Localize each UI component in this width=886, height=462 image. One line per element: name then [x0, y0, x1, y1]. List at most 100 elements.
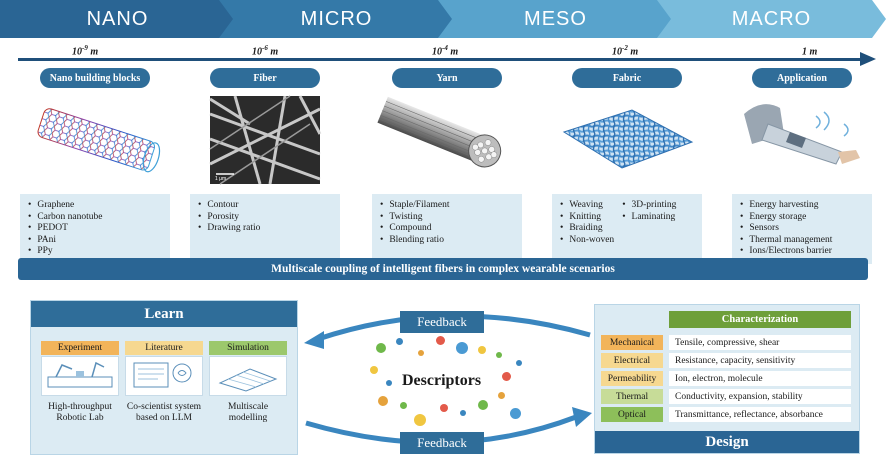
dot	[378, 396, 388, 406]
column-title: Application	[752, 68, 852, 88]
fiber-bullets: Contour Porosity Drawing ratio	[190, 194, 340, 264]
scale-micro: MICRO	[219, 0, 454, 38]
yarn-bullets: Staple/Filament Twisting Compound Blendi…	[372, 194, 522, 264]
column-fabric: Fabric Weaving Knitting Braiding Non-wov…	[552, 68, 702, 264]
axis-tick: 1 m	[802, 46, 818, 58]
card-text: High-throughput Robotic Lab	[48, 402, 112, 423]
simulation-model-icon	[209, 356, 287, 396]
scale-bar: NANO MICRO MESO MACRO	[0, 0, 886, 38]
list-item: PEDOT	[28, 223, 162, 235]
axis-tick: 10-9 m	[72, 44, 99, 58]
dot	[386, 380, 392, 386]
scale-nano: NANO	[0, 0, 235, 38]
property-desc: Conductivity, expansion, stability	[669, 389, 851, 404]
feedback-label-bottom: Feedback	[400, 432, 484, 454]
list-item: Braiding	[560, 223, 614, 235]
dot	[456, 342, 468, 354]
dot	[460, 410, 466, 416]
scale-label: MACRO	[731, 7, 812, 30]
property-label: Thermal	[601, 389, 663, 404]
feedback-label-top: Feedback	[400, 311, 484, 333]
scale-label: MESO	[524, 7, 587, 30]
descriptors-label: Descriptors	[402, 372, 482, 389]
learn-title: Learn	[31, 301, 297, 327]
characterization-row: Electrical Resistance, capacity, sensiti…	[601, 353, 851, 368]
dot	[436, 336, 445, 345]
property-label: Permeability	[601, 371, 663, 386]
literature-llm-icon	[125, 356, 203, 396]
dot	[370, 366, 378, 374]
scale-bar-label: 1 μm	[215, 176, 227, 182]
property-label: Optical	[601, 407, 663, 422]
column-nano: Nano building blocks Graphene	[20, 68, 170, 264]
characterization-header: Characterization	[669, 311, 851, 328]
experiment-card: Experiment High-throughput Robotic Lab	[41, 341, 119, 424]
yarn-image	[372, 94, 522, 186]
list-item: PPy	[28, 246, 162, 258]
length-axis-line	[18, 58, 864, 61]
card-text: Co-scientist system based on LLM	[126, 402, 202, 423]
dot	[418, 350, 424, 356]
column-yarn: Yarn	[372, 68, 522, 264]
property-desc: Resistance, capacity, sensitivity	[669, 353, 851, 368]
list-item: 3D-printing	[622, 200, 677, 212]
dot	[498, 392, 505, 399]
axis-arrow-icon	[860, 52, 876, 66]
characterization-row: Thermal Conductivity, expansion, stabili…	[601, 389, 851, 404]
list-item: Staple/Filament	[380, 200, 514, 212]
dot	[440, 404, 448, 412]
column-fiber: Fiber 1 μm Contour Porosity Dra	[190, 68, 340, 264]
card-label: Simulation	[209, 341, 287, 355]
list-item: Energy harvesting	[740, 200, 864, 212]
dot	[516, 360, 522, 366]
dot	[396, 338, 403, 345]
list-item: PAni	[28, 235, 162, 247]
list-item: Sensors	[740, 223, 864, 235]
list-item: Non-woven	[560, 235, 614, 247]
literature-card: Literature Co-scientist system based on …	[125, 341, 203, 424]
fiber-sem-image: 1 μm	[190, 94, 340, 186]
learn-panel: Learn Experiment High-throughput Robotic…	[30, 300, 298, 455]
fabric-image	[552, 94, 702, 186]
column-title: Fiber	[210, 68, 320, 88]
list-item: Thermal management	[740, 235, 864, 247]
robotic-lab-icon	[41, 356, 119, 396]
scale-label: NANO	[86, 7, 149, 30]
axis-tick: 10-2 m	[612, 44, 639, 58]
card-text: Multiscale modelling	[227, 402, 269, 423]
list-item: Twisting	[380, 212, 514, 224]
axis-tick: 10-4 m	[432, 44, 459, 58]
list-item: Blending ratio	[380, 235, 514, 247]
list-item: Energy storage	[740, 212, 864, 224]
list-item: Drawing ratio	[198, 223, 332, 235]
column-application: Application Energy harvesting Energy sto…	[732, 68, 872, 264]
dot	[400, 402, 407, 409]
column-title: Yarn	[392, 68, 502, 88]
characterization-row: Permeability Ion, electron, molecule	[601, 371, 851, 386]
dot	[478, 346, 486, 354]
card-label: Experiment	[41, 341, 119, 355]
dot	[376, 343, 386, 353]
nanotube-image	[20, 94, 170, 186]
scale-label: MICRO	[300, 7, 373, 30]
property-label: Mechanical	[601, 335, 663, 350]
design-panel: Characterization Mechanical Tensile, com…	[594, 304, 860, 454]
scale-meso: MESO	[438, 0, 673, 38]
application-bullets: Energy harvesting Energy storage Sensors…	[732, 194, 872, 264]
nano-bullets: Graphene Carbon nanotube PEDOT PAni PPy	[20, 194, 170, 264]
list-item: Carbon nanotube	[28, 212, 162, 224]
dot	[414, 414, 426, 426]
property-desc: Transmittance, reflectance, absorbance	[669, 407, 851, 422]
dot	[478, 400, 488, 410]
list-item: Graphene	[28, 200, 162, 212]
column-title: Nano building blocks	[40, 68, 150, 88]
property-desc: Tensile, compressive, shear	[669, 335, 851, 350]
scale-macro: MACRO	[657, 0, 886, 38]
design-title: Design	[595, 431, 859, 453]
multiscale-banner: Multiscale coupling of intelligent fiber…	[18, 258, 868, 280]
property-desc: Ion, electron, molecule	[669, 371, 851, 386]
simulation-card: Simulation Multiscale modelling	[209, 341, 287, 424]
card-label: Literature	[125, 341, 203, 355]
list-item: Contour	[198, 200, 332, 212]
column-title: Fabric	[572, 68, 682, 88]
